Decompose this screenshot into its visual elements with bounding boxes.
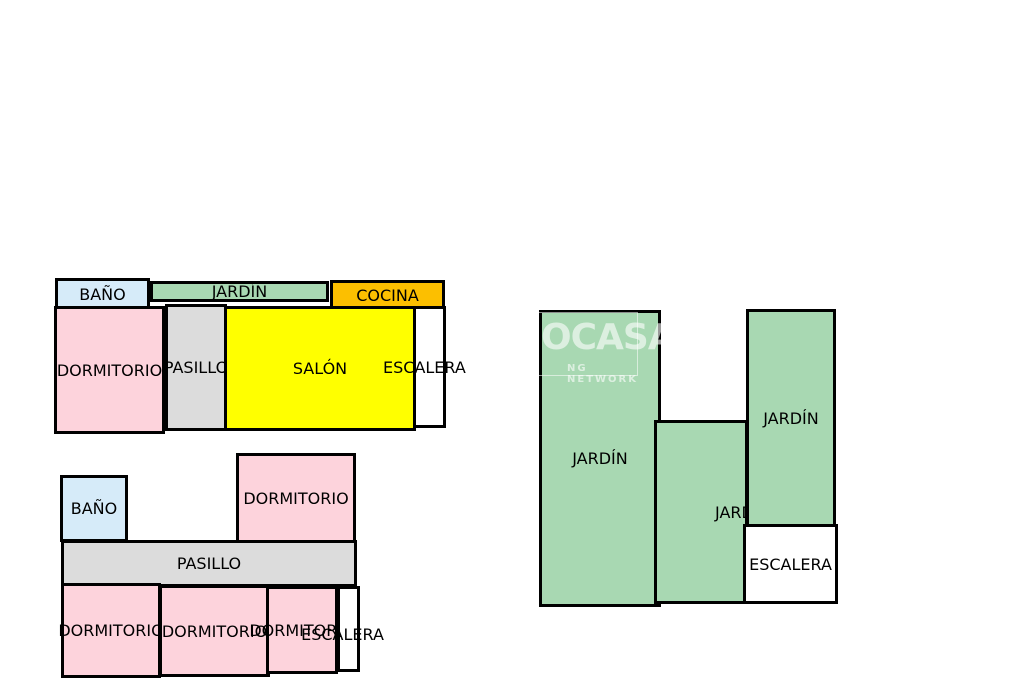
room-label: BAÑO bbox=[70, 499, 118, 518]
room-jardin: JARDÍN bbox=[746, 309, 836, 527]
room-jardin: JARDÍN bbox=[539, 310, 661, 607]
room-escalera: ESCALERA bbox=[743, 524, 838, 604]
room-salon: SALÓN bbox=[224, 306, 416, 431]
room-cocina: COCINA bbox=[330, 280, 445, 309]
room-label: SALÓN bbox=[292, 359, 348, 378]
room-dormitorio: DORMITORIO bbox=[159, 585, 270, 677]
room-label: DORMITORIO bbox=[243, 488, 349, 508]
watermark: OCASA NG NETWORK bbox=[536, 312, 676, 385]
room-dormitorio: DORMITORIO bbox=[54, 306, 165, 434]
room-dormitorio: DORMITORIO bbox=[58, 583, 164, 678]
room-jardin: JARDÍN bbox=[654, 420, 748, 604]
room-label: JARDÍN bbox=[715, 502, 745, 522]
room-label: JARDÍN bbox=[572, 449, 628, 468]
watermark-brand: OCASA bbox=[541, 317, 676, 358]
room-dormitorio: DORMITORIO bbox=[236, 453, 356, 543]
room-dormitorio: DORMITORIO bbox=[249, 586, 355, 674]
room-bano: BAÑO bbox=[60, 475, 128, 542]
room-escalera: ESCALERA bbox=[383, 306, 466, 428]
room-label: DORMITORIO bbox=[58, 621, 164, 640]
room-label: DORMITORIO bbox=[161, 621, 268, 641]
watermark-tagline: NG NETWORK bbox=[567, 363, 639, 385]
room-label: JARDÍN bbox=[211, 282, 268, 301]
room-label: COCINA bbox=[356, 286, 419, 305]
room-jardin: JARDÍN bbox=[150, 281, 329, 302]
room-label: JARDÍN bbox=[763, 408, 819, 428]
room-escalera: ESCALERA bbox=[301, 586, 384, 672]
room-pasillo: PASILLO bbox=[163, 304, 229, 431]
room-pasillo: PASILLO bbox=[61, 540, 357, 587]
room-label: ESCALERA bbox=[749, 554, 832, 574]
room-label: DORMITORIO bbox=[56, 360, 163, 380]
room-label: PASILLO bbox=[163, 358, 229, 377]
room-label: BAÑO bbox=[79, 284, 126, 304]
room-label: PASILLO bbox=[176, 554, 242, 573]
